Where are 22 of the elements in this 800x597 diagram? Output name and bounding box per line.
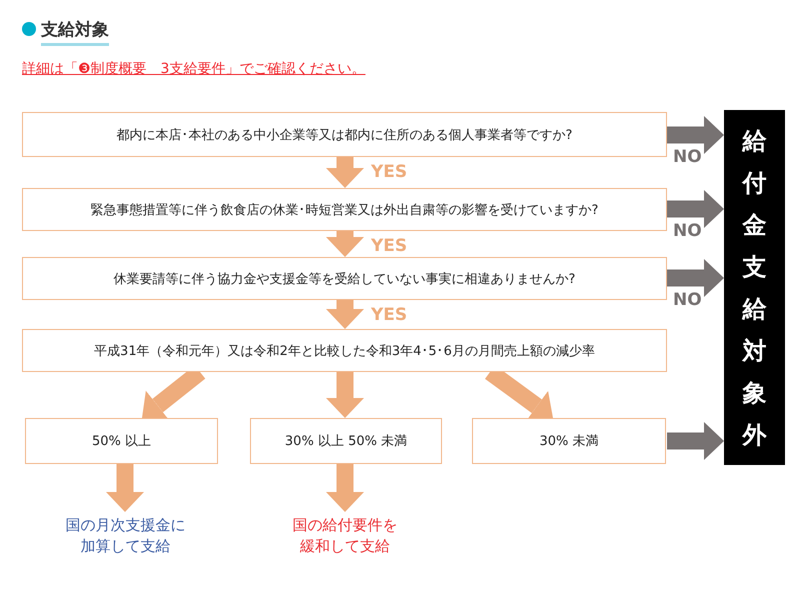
question-box: 30% 以上 50% 未満 (250, 418, 442, 464)
result-box: 給付金支給対象外 (724, 110, 785, 465)
arrow (667, 190, 724, 228)
arrow (106, 464, 144, 512)
arrow (667, 259, 724, 297)
question-box: 50% 以上 (25, 418, 218, 464)
arrow (326, 157, 364, 188)
result-text: 国の月次支援金に加算して支給 (64, 512, 187, 560)
arrow (326, 372, 364, 418)
question-box: 30% 未満 (472, 418, 666, 464)
arrow (326, 231, 364, 257)
question-box: 休業要請等に伴う協力金や支援金等を受給していない事実に相違ありませんか? (22, 257, 667, 300)
arrow (326, 300, 364, 329)
arrow (667, 422, 724, 460)
note-link: 詳細は「❸制度概要 3支給要件」でご確認ください。 (22, 60, 366, 78)
section-title: 支給対象 (41, 18, 109, 46)
arrow (667, 116, 724, 154)
question-box: 平成31年（令和元年）又は令和2年と比較した令和3年4･5･6月の月間売上額の減少率 (22, 329, 667, 372)
arrow (326, 464, 364, 512)
question-box: 緊急事態措置等に伴う飲食店の休業･時短営業又は外出自粛等の影響を受けていますか? (22, 188, 667, 231)
question-box: 都内に本店･本社のある中小企業等又は都内に住所のある個人事業者等ですか? (22, 112, 667, 157)
result-text: 国の給付要件を緩和して支給 (291, 512, 399, 560)
